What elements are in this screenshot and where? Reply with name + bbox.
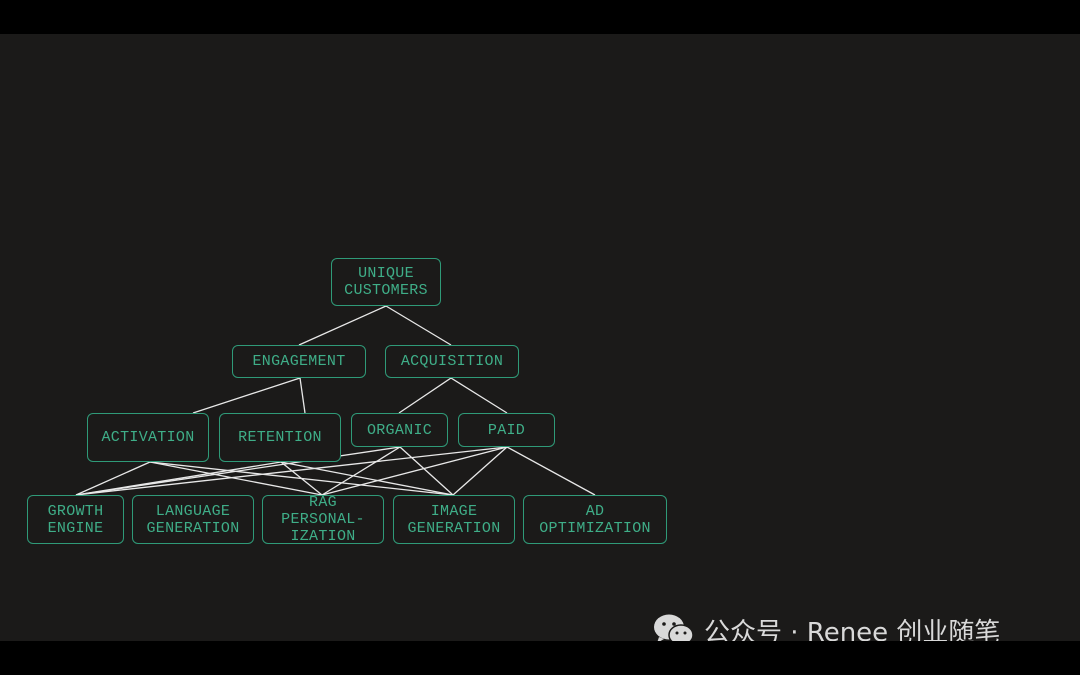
node-paid: PAID — [458, 413, 555, 447]
node-activation: ACTIVATION — [87, 413, 209, 462]
edge-organic-growth — [75, 446, 401, 496]
letterbox-top — [0, 0, 1080, 34]
edge-paid-rag — [321, 446, 508, 496]
node-ad-optimization: AD OPTIMIZATION — [523, 495, 667, 544]
node-language-generation: LANGUAGE GENERATION — [132, 495, 254, 544]
node-growth-engine: GROWTH ENGINE — [27, 495, 124, 544]
edge-activation-rag — [149, 461, 323, 496]
node-organic: ORGANIC — [351, 413, 448, 447]
edge-retention-rag — [280, 461, 323, 496]
edge-paid-image — [452, 446, 508, 496]
edge-paid-ad — [506, 446, 596, 496]
node-rag-personalization: RAG PERSONAL- IZATION — [262, 494, 384, 545]
edge-retention-image — [280, 461, 454, 496]
node-acquisition: ACQUISITION — [385, 345, 519, 378]
node-unique-customers: UNIQUE CUSTOMERS — [331, 258, 441, 306]
node-image-generation: IMAGE GENERATION — [393, 495, 515, 544]
letterbox-bottom — [0, 641, 1080, 675]
edge-organic-rag — [321, 446, 401, 496]
node-engagement: ENGAGEMENT — [232, 345, 366, 378]
edge-acquisition-paid — [450, 377, 508, 414]
edge-paid-growth — [75, 446, 508, 496]
edge-acquisition-organic — [398, 377, 452, 414]
edge-unique-acquisition — [385, 305, 452, 346]
edge-organic-image — [399, 446, 454, 496]
edge-unique-engagement — [298, 305, 387, 346]
edge-activation-growth — [75, 461, 151, 496]
edge-engagement-retention — [299, 377, 306, 414]
node-retention: RETENTION — [219, 413, 341, 462]
edge-engagement-activation — [192, 377, 301, 414]
